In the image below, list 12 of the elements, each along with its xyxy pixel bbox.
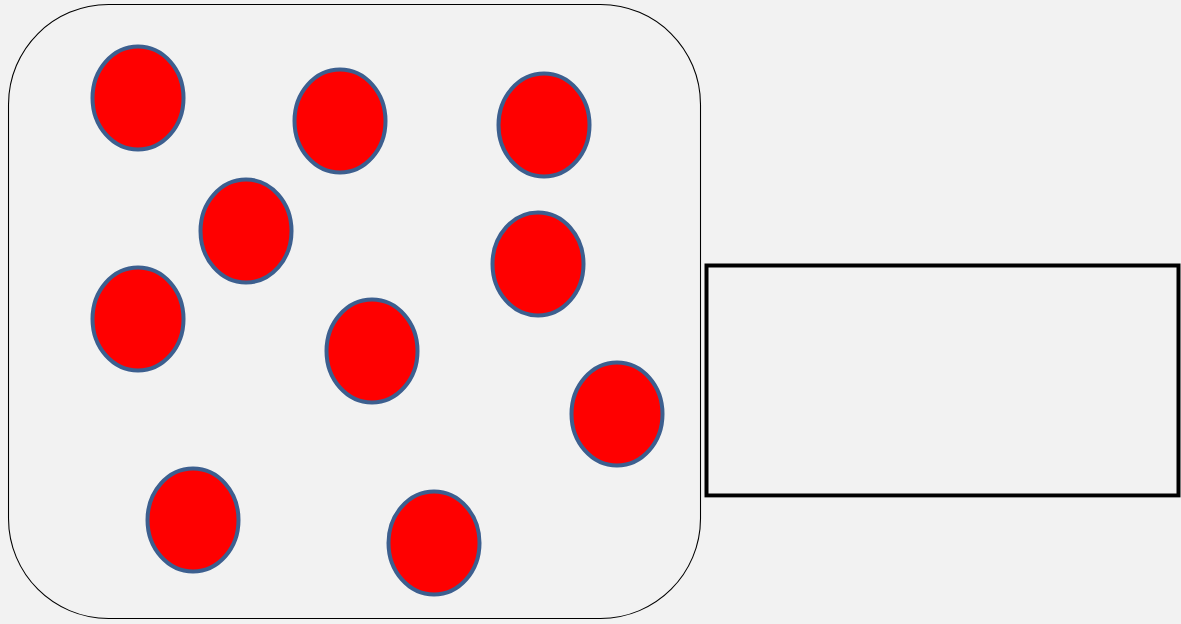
rounded-box [7,3,702,620]
circle [145,466,241,574]
circle [90,265,186,373]
circle [198,177,294,285]
circle [324,297,420,405]
circle [490,210,586,318]
circle [386,489,482,597]
circle [90,44,186,152]
circle [569,360,665,468]
circle [496,71,592,179]
rectangle-box [704,263,1181,498]
circle [292,67,388,175]
